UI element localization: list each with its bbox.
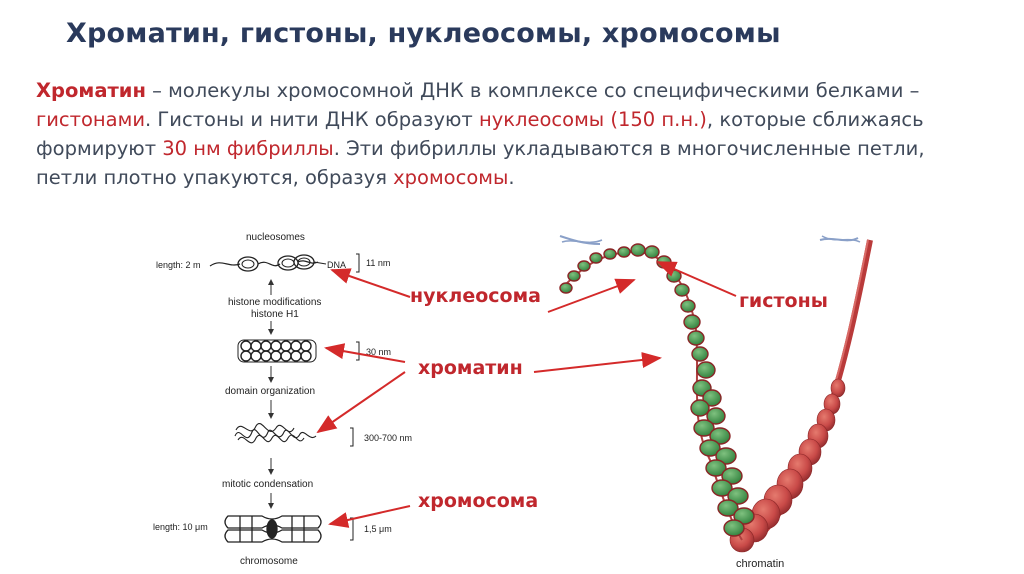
line4-segment-2: . <box>508 166 515 189</box>
line1-segment-0: Хроматин <box>36 79 146 102</box>
paragraph-line-3: формируют 30 нм фибриллы. Эти фибриллы у… <box>36 134 996 163</box>
dna-nucleosome-drawing <box>209 254 327 272</box>
label-histone-h1: histone H1 <box>251 309 299 320</box>
left-schematic: nucleosomes length: 2 m DNA 11 nm histon… <box>153 232 412 567</box>
label-nucleosomes: nucleosomes <box>246 232 305 243</box>
label-size-300-700nm: 300-700 nm <box>364 433 412 443</box>
line2-segment-2: нуклеосомы (150 п.н.) <box>478 108 707 131</box>
line4-segment-1: хромосомы <box>393 166 509 189</box>
chromatin-3d-illustration: chromatin <box>559 235 873 570</box>
description-paragraph: Хроматин – молекулы хромосомной ДНК в ко… <box>36 76 996 192</box>
label-size-1-5um: 1,5 μm <box>364 524 392 534</box>
label-domain-organization: domain organization <box>225 386 315 397</box>
label-size-30nm: 30 nm <box>366 347 391 357</box>
line3-segment-0: формируют <box>36 137 163 160</box>
callout-histones: гистоны <box>739 290 828 312</box>
label-chromosome-en: chromosome <box>240 556 298 567</box>
label-mitotic-condensation: mitotic condensation <box>222 479 313 490</box>
paragraph-line-1: Хроматин – молекулы хромосомной ДНК в ко… <box>36 76 996 105</box>
callout-chromatin: хроматин <box>418 357 523 379</box>
callout-arrows <box>316 261 737 528</box>
chromosome-drawing <box>224 515 322 543</box>
looped-domain-drawing <box>234 423 317 444</box>
line3-segment-2: . Эти фибриллы укладываются в многочисле… <box>333 137 925 160</box>
paragraph-line-4: петли плотно упакуются, образуя хромосом… <box>36 163 996 192</box>
line1-segment-1: – молекулы хромосомной ДНК в комплексе с… <box>145 79 920 102</box>
line2-segment-1: . Гистоны и нити ДНК образуют <box>145 108 479 131</box>
label-chromatin-en: chromatin <box>736 558 784 570</box>
label-histone-modifications: histone modifications <box>228 297 321 308</box>
label-length-bottom: length: 10 μm <box>153 522 208 532</box>
line3-segment-1: 30 нм фибриллы <box>162 137 334 160</box>
label-length-top: length: 2 m <box>156 260 201 270</box>
line2-segment-0: гистонами <box>36 108 146 131</box>
page-title: Хроматин, гистоны, нуклеосомы, хромосомы <box>66 18 781 49</box>
line4-segment-0: петли плотно упакуются, образуя <box>36 166 394 189</box>
paragraph-line-2: гистонами. Гистоны и нити ДНК образуют н… <box>36 105 996 134</box>
callout-chromosome: хромосома <box>418 490 539 512</box>
fiber-30nm-drawing <box>237 339 317 363</box>
label-dna: DNA <box>327 260 346 270</box>
callout-nucleosome: нуклеосома <box>410 285 541 307</box>
label-size-11nm: 11 nm <box>366 258 390 268</box>
line2-segment-3: , которые сближаясь <box>706 108 924 131</box>
